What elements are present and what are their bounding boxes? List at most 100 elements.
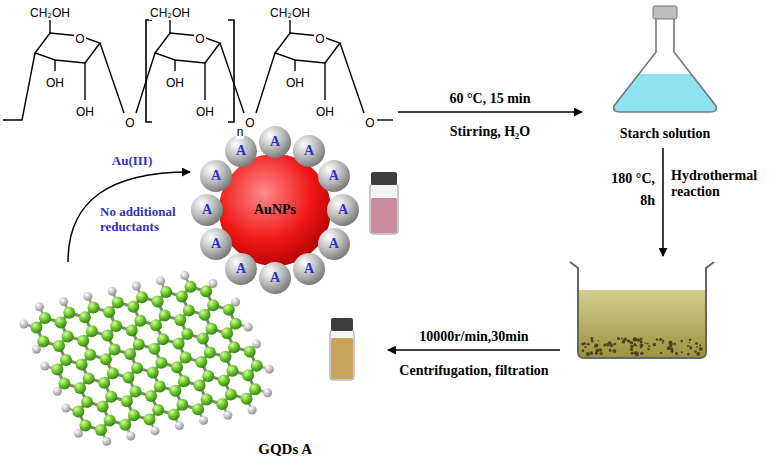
chem-bond — [294, 60, 295, 71]
sediment-dot — [627, 339, 630, 342]
carbon-atom — [226, 365, 238, 377]
vial-liquid — [371, 198, 397, 233]
hydrogen-atom — [265, 365, 274, 374]
carbon-atom — [148, 343, 160, 355]
carbon-atom — [100, 353, 112, 365]
sediment-dot — [689, 342, 691, 344]
sediment-dot — [591, 353, 593, 355]
ligand-sphere: A — [259, 126, 291, 158]
hydrogen-atom — [126, 432, 135, 441]
ligand-sphere: A — [327, 194, 359, 226]
carbon-atom — [119, 419, 131, 431]
carbon-atom — [249, 383, 261, 395]
ligand-sphere: A — [200, 160, 232, 192]
carbon-atom — [159, 310, 171, 322]
sediment-dot — [656, 338, 659, 341]
ligand-letter: A — [236, 261, 246, 277]
carbon-atom — [173, 338, 185, 350]
hydroxyl-group: OH — [75, 105, 95, 119]
carbon-atom — [60, 354, 72, 366]
carbon-atom — [184, 281, 196, 293]
sediment-dot — [587, 343, 590, 346]
chem-bond — [324, 63, 325, 100]
sediment-dot — [681, 351, 683, 353]
node-label: GQDs A — [258, 441, 312, 458]
carbon-atom — [244, 346, 256, 358]
carbon-atom — [62, 330, 74, 342]
carbon-atom — [223, 304, 235, 316]
ligand-sphere: A — [225, 253, 257, 285]
hydrogen-atom — [132, 282, 141, 291]
carbon-atom — [197, 332, 209, 344]
beaker-outline — [570, 262, 714, 358]
carbon-atom — [134, 315, 146, 327]
hydroxyl-group: OH — [285, 76, 305, 90]
carbon-atom — [37, 336, 49, 348]
chem-bond — [256, 53, 275, 113]
sediment-dot — [634, 351, 637, 354]
process-arrow — [388, 349, 560, 351]
gold-sphere — [219, 154, 331, 266]
vial-cap — [371, 172, 397, 185]
chem-bond — [3, 53, 35, 120]
sediment-dot — [590, 337, 593, 340]
sediment-dot — [690, 347, 693, 350]
flask-node: Starch solution — [600, 2, 730, 142]
carbon-atom — [147, 366, 159, 378]
node-label: Starch solution — [620, 126, 710, 142]
carbon-atom — [30, 322, 42, 334]
chem-bond — [84, 63, 85, 100]
sediment-dot — [622, 340, 626, 344]
flask-drawing — [600, 2, 730, 114]
carbon-atom — [150, 319, 162, 331]
sediment-dot — [595, 349, 599, 353]
sediment-dot — [699, 345, 701, 347]
carbon-atom — [86, 325, 98, 337]
hydrogen-atom — [61, 404, 70, 413]
carbon-atom — [77, 335, 89, 347]
sediment-dot — [630, 348, 633, 351]
carbon-atom — [98, 377, 110, 389]
sediment-dot — [680, 340, 682, 342]
sediment-dot — [687, 353, 690, 356]
ligand-letter: A — [270, 270, 280, 286]
carbon-atom — [131, 362, 143, 374]
carbon-atom — [176, 290, 188, 302]
hydrogen-atom — [59, 297, 68, 306]
carbon-atom — [152, 404, 164, 416]
ligand-letter: A — [202, 202, 212, 218]
sediment-dot — [675, 352, 678, 355]
condition-label: Hydrothermal reaction — [671, 168, 771, 200]
carbon-atom — [53, 340, 65, 352]
reaction-arrow — [68, 172, 190, 262]
chem-bond — [54, 60, 55, 71]
ligand-sphere: A — [225, 135, 257, 167]
sediment-dot — [621, 338, 623, 340]
carbon-atom — [136, 291, 148, 303]
carbon-atom — [72, 406, 84, 418]
carbon-atom — [122, 372, 134, 384]
bridge-oxygen: O — [244, 116, 255, 130]
bridge-oxygen: O — [364, 116, 375, 130]
carbon-atom — [198, 309, 210, 321]
sediment-dot — [609, 349, 611, 351]
carbon-atom — [201, 394, 213, 406]
carbon-atom — [58, 378, 70, 390]
hydrogen-atom — [40, 362, 49, 371]
sediment-dot — [696, 352, 700, 356]
sediment-dot — [648, 345, 650, 347]
hydrogen-atom — [108, 287, 117, 296]
carbon-atom — [129, 386, 141, 398]
sediment-dot — [598, 340, 600, 342]
condition-label: Stirring, H₂O — [450, 124, 530, 139]
sediment-dot — [699, 347, 703, 351]
sediment-dot — [660, 338, 663, 341]
vial-glass — [330, 330, 354, 380]
hydrogen-atom — [102, 437, 111, 446]
note-label: No additional reductants — [100, 205, 190, 235]
sediment-dot — [645, 343, 647, 345]
sediment-dot — [633, 337, 637, 341]
carbon-atom — [83, 372, 95, 384]
carbon-atom — [79, 311, 91, 323]
carbon-atom — [204, 346, 216, 358]
